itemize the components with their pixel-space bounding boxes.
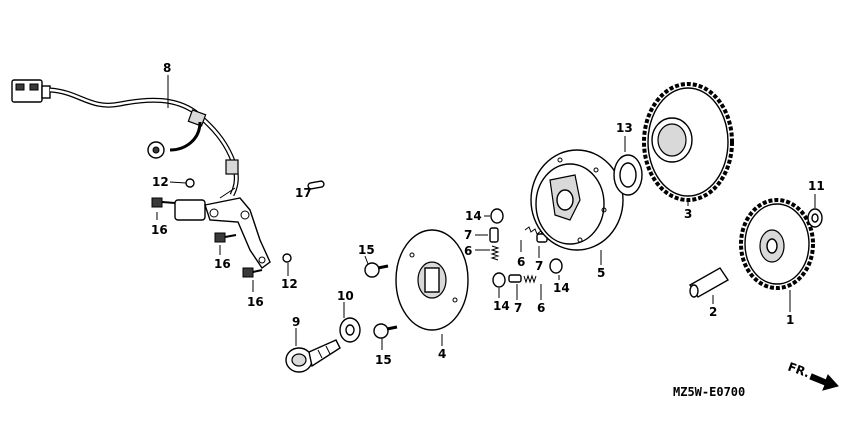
direction-indicator: FR. xyxy=(786,360,839,391)
callout-9: 9 xyxy=(292,315,300,329)
washer-part xyxy=(339,317,361,343)
callout-16: 16 xyxy=(214,257,231,271)
grommet-12-a xyxy=(185,178,195,188)
bolt-16-a xyxy=(151,197,176,208)
callout-14: 14 xyxy=(493,299,510,313)
roller-14-a xyxy=(490,208,504,224)
screw-15-a xyxy=(364,262,389,278)
callout-14: 14 xyxy=(465,209,482,223)
diagram-code: MZ5W-E0700 xyxy=(673,385,745,399)
callout-16: 16 xyxy=(151,223,168,237)
roller-14-b xyxy=(549,258,563,274)
arrow-right-down-icon xyxy=(809,373,839,391)
starter-clutch-outer-part xyxy=(530,149,624,251)
direction-label: FR. xyxy=(786,360,812,381)
plunger-7-b xyxy=(508,274,522,283)
callout-8: 8 xyxy=(163,61,171,75)
callout-3: 3 xyxy=(684,207,692,221)
callout-15: 15 xyxy=(375,353,392,367)
washer-11-part xyxy=(807,208,823,228)
callout-15: 15 xyxy=(358,243,375,257)
callout-16: 16 xyxy=(247,295,264,309)
leader-lines xyxy=(156,75,816,350)
starter-clutch-plate-part xyxy=(395,229,469,331)
shaft-part xyxy=(689,267,729,298)
spring-6-c xyxy=(523,274,537,284)
callout-6: 6 xyxy=(517,255,525,269)
spring-6-a xyxy=(490,245,500,261)
callout-17: 17 xyxy=(295,186,312,200)
callout-12: 12 xyxy=(152,175,169,189)
callout-13: 13 xyxy=(616,121,633,135)
bolt-16-b xyxy=(214,232,237,243)
callout-12: 12 xyxy=(281,277,298,291)
callout-2: 2 xyxy=(709,305,717,319)
callout-1: 1 xyxy=(786,313,794,327)
plunger-7-a xyxy=(489,227,499,243)
flange-bolt-part xyxy=(285,339,341,373)
starter-driven-gear-part xyxy=(642,82,734,202)
callout-7-lower: 7 xyxy=(514,301,522,315)
wire-harness-part xyxy=(11,79,271,270)
idle-gear-part xyxy=(739,198,815,290)
callout-6-lower: 6 xyxy=(537,301,545,315)
callout-11: 11 xyxy=(808,179,825,193)
callout-4: 4 xyxy=(438,347,446,361)
pin-17-part xyxy=(307,180,325,190)
needle-bearing-part xyxy=(613,154,643,196)
screw-15-b xyxy=(373,323,398,339)
callout-7: 7 xyxy=(535,259,543,273)
callout-6: 6 xyxy=(464,244,472,258)
callout-14: 14 xyxy=(553,281,570,295)
roller-14-c xyxy=(492,272,506,288)
callout-5: 5 xyxy=(597,266,605,280)
grommet-12-b xyxy=(282,253,292,263)
callout-10: 10 xyxy=(337,289,354,303)
bolt-16-c xyxy=(242,267,263,278)
callout-7: 7 xyxy=(464,228,472,242)
